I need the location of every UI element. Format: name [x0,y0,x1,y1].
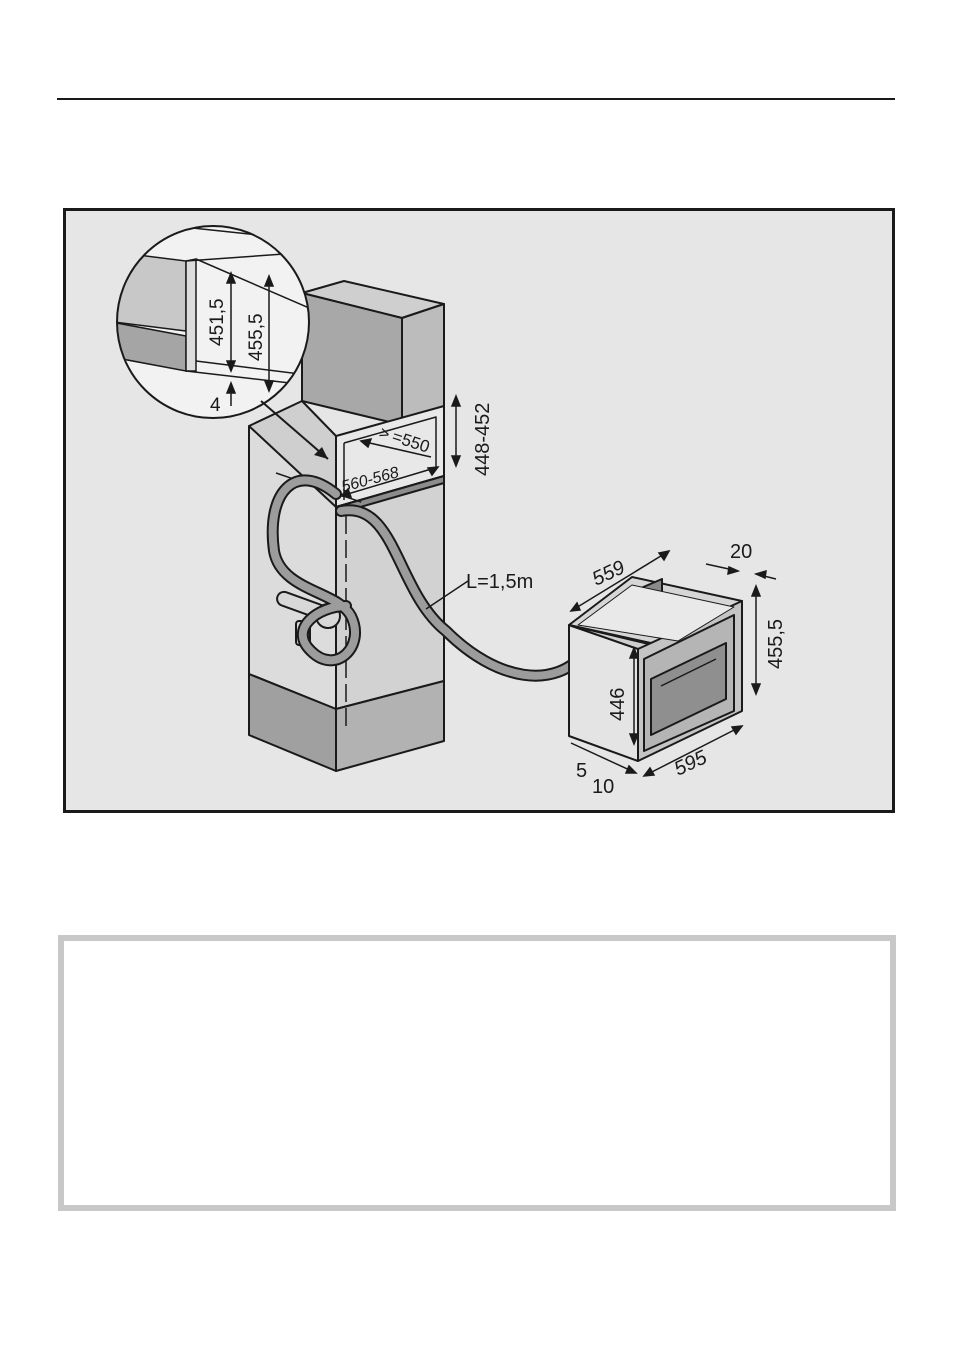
appliance-depth-bottom-label-2: 10 [592,776,614,798]
appliance-front-depth-label: 20 [730,541,752,563]
installation-diagram: 451,5 455,5 4 448-452 > =550 560-568 L=1… [66,211,892,810]
note-box [58,935,896,1211]
niche-height-label: 448-452 [472,403,494,476]
detail-height-2-label: 455,5 [246,313,267,361]
appliance-height-label: 455,5 [765,619,787,669]
appliance-inner-height-label: 446 [607,688,629,721]
appliance-depth-bottom-label-1: 5 [576,760,587,782]
installation-diagram-frame: 451,5 455,5 4 448-452 > =550 560-568 L=1… [63,208,895,813]
hose-length-label: L=1,5m [466,571,533,593]
detail-height-1-label: 451,5 [207,298,228,346]
appliance-width-label: 595 [671,746,711,780]
top-rule [57,98,895,100]
appliance [569,577,742,761]
detail-gap-label: 4 [210,395,221,416]
